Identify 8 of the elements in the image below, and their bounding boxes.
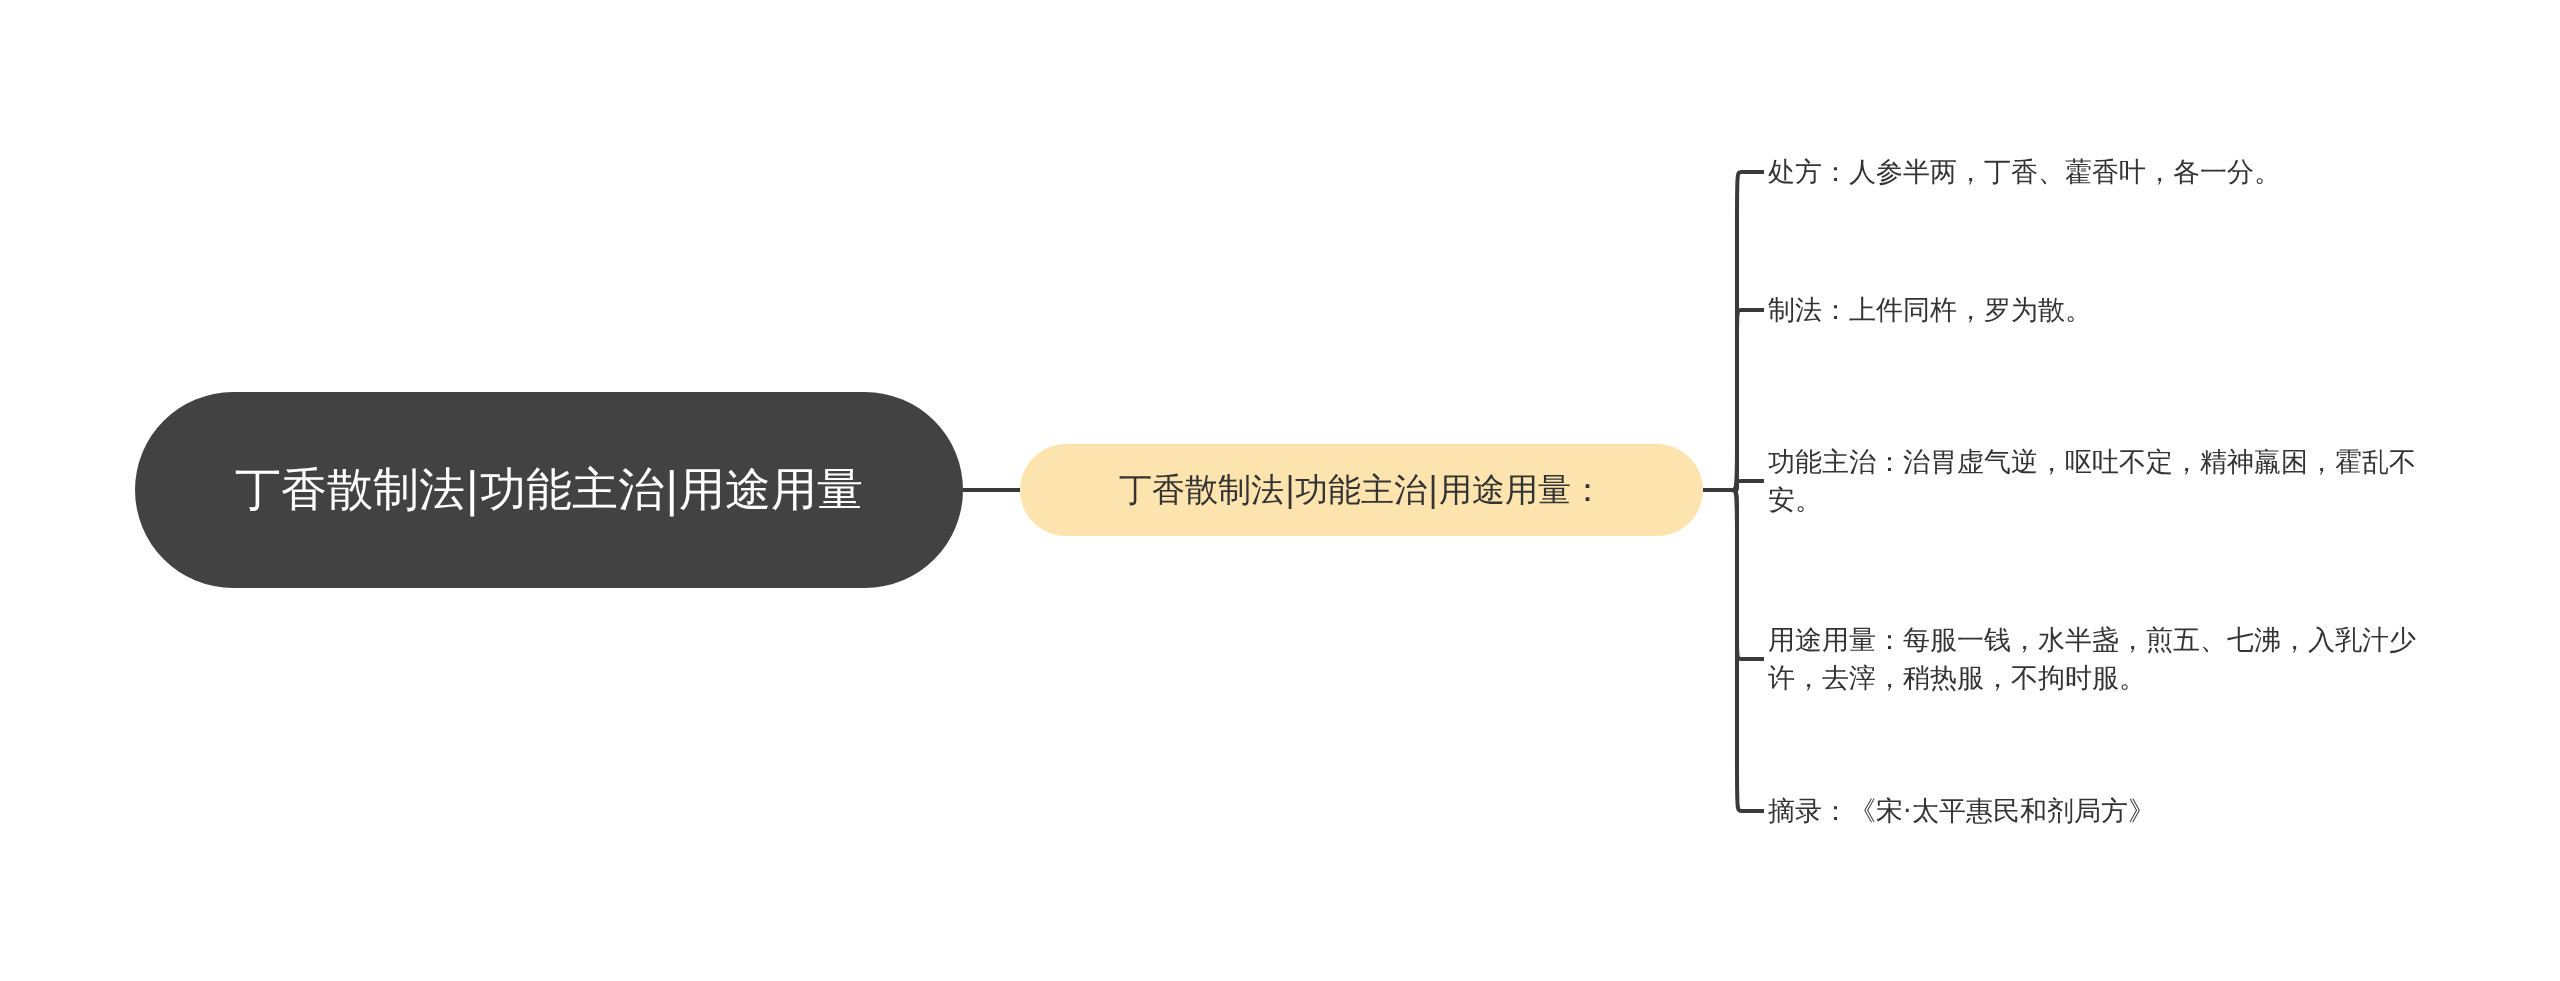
connector-line — [963, 488, 1020, 492]
topic-node: 丁香散制法|功能主治|用途用量 — [135, 392, 963, 588]
leaf-text: 用途用量：每服一钱，水半盏，煎五、七沸，入乳汁少许，去滓，稍热服，不拘时服。 — [1768, 618, 2428, 700]
leaf-text: 处方：人参半两，丁香、藿香叶，各一分。 — [1768, 150, 2468, 194]
leaf-text: 摘录：《宋·太平惠民和剂局方》 — [1768, 789, 2468, 833]
subtopic-node: 丁香散制法|功能主治|用途用量： — [1020, 444, 1703, 536]
leaf-text: 制法：上件同杵，罗为散。 — [1768, 288, 2468, 332]
leaf-text: 功能主治：治胃虚气逆，呕吐不定，精神羸困，霍乱不安。 — [1768, 440, 2418, 522]
